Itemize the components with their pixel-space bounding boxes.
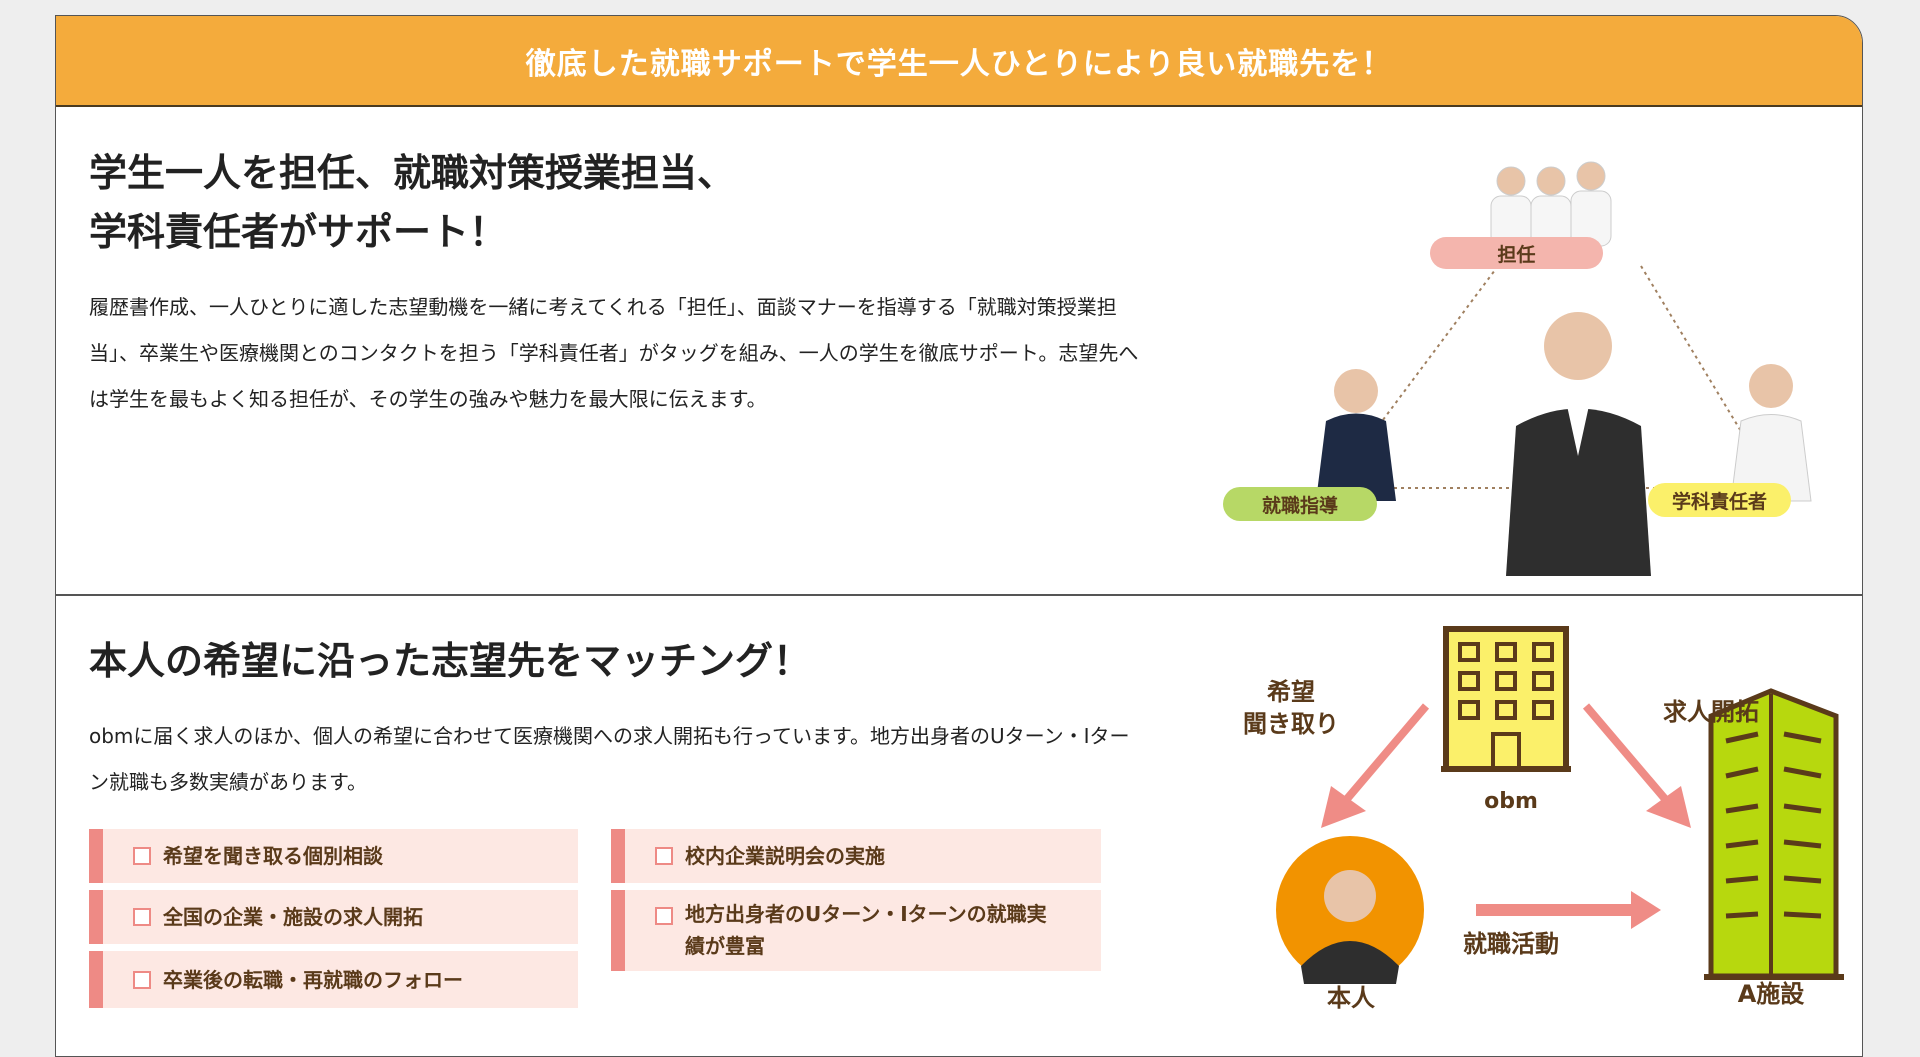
label-self: 本人 (1327, 984, 1375, 1012)
banner-title: 徹底した就職サポートで学生一人ひとりにより良い就職先を！ (525, 46, 1393, 82)
career-advisor (1316, 369, 1396, 501)
section2-heading: 本人の希望に沿った志望先をマッチング！ (89, 639, 812, 683)
label-recruiting: 求人開拓 (1663, 698, 1759, 726)
feature-item: 卒業後の転職・再就職のフォロー (89, 951, 578, 1008)
feature-item: 希望を聞き取る個別相談 (89, 829, 578, 883)
support-section: 徹底した就職サポートで学生一人ひとりにより良い就職先を！ 学生一人を担任、就職対… (55, 15, 1863, 1057)
section-divider (56, 594, 1862, 596)
staff-team-illustration (1316, 161, 1812, 576)
checkbox-icon (655, 907, 673, 925)
checkbox-icon (133, 847, 151, 865)
banner: 徹底した就職サポートで学生一人ひとりにより良い就職先を！ (56, 16, 1862, 107)
checkbox-icon (133, 970, 151, 989)
obm-building-icon (1441, 626, 1571, 772)
label-job-hunting: 就職活動 (1463, 930, 1559, 958)
feature-item: 校内企業説明会の実施 (611, 829, 1101, 883)
heading-line: 学科責任者がサポート！ (89, 210, 508, 254)
section1-paragraph: 履歴書作成、一人ひとりに適した志望動機を一緒に考えてくれる「担任」、面談マナーを… (89, 295, 1139, 411)
student (1506, 312, 1651, 576)
label-facility: A施設 (1737, 980, 1805, 1008)
feature-label: 校内企業説明会の実施 (685, 844, 885, 868)
self-avatar (1276, 836, 1424, 984)
facility-building-icon (1704, 688, 1844, 980)
label-hearing: 希望 聞き取り (1243, 678, 1339, 738)
department-head (1730, 364, 1812, 502)
arrow-icon (1321, 703, 1691, 929)
feature-item: 地方出身者のUターン・Iターンの就職実績が豊富 (611, 890, 1101, 971)
checkbox-icon (655, 847, 673, 865)
label-obm: obm (1484, 789, 1538, 814)
section1-heading: 学生一人を担任、就職対策授業担当、 学科責任者がサポート！ (89, 144, 735, 262)
label-homeroom: 担任 (1430, 237, 1603, 269)
section2-paragraph: obmに届く求人のほか、個人の希望に合わせて医療機関への求人開拓も行っています。… (89, 724, 1130, 794)
homeroom-teachers (1490, 161, 1612, 247)
label-career-guidance: 就職指導 (1223, 487, 1377, 521)
heading-line: 学生一人を担任、就職対策授業担当、 (89, 151, 736, 195)
feature-label: 希望を聞き取る個別相談 (163, 844, 383, 868)
label-department-head: 学科責任者 (1648, 483, 1791, 517)
feature-item: 全国の企業・施設の求人開拓 (89, 890, 578, 944)
feature-label: 卒業後の転職・再就職のフォロー (163, 967, 463, 992)
checkbox-icon (133, 908, 151, 926)
matching-diagram (1276, 626, 1844, 984)
feature-label: 全国の企業・施設の求人開拓 (163, 905, 423, 929)
feature-label: 地方出身者のUターン・Iターンの就職実績が豊富 (685, 902, 1047, 958)
